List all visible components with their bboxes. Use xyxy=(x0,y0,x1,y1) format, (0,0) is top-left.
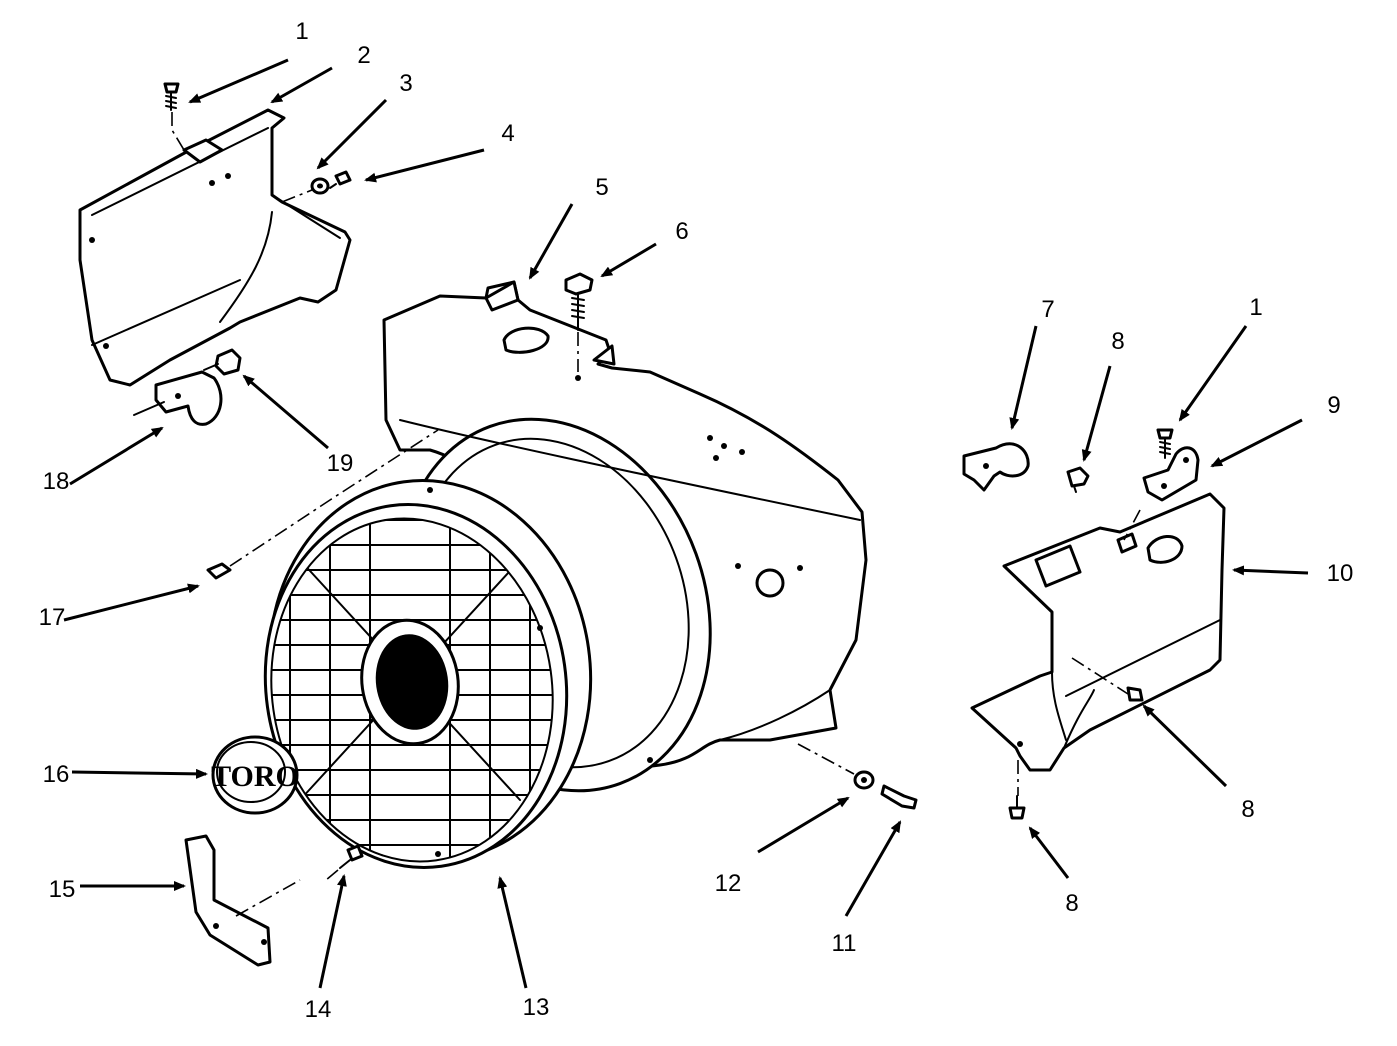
bracket-part-15 xyxy=(184,834,301,967)
arrow-2 xyxy=(270,66,333,104)
grill-screen xyxy=(249,479,593,880)
callout-10: 10 xyxy=(1326,560,1354,587)
callout-12: 12 xyxy=(714,870,742,897)
arrow-6 xyxy=(600,242,657,278)
callout-14: 14 xyxy=(304,996,332,1023)
logo-text: TORO xyxy=(211,760,299,793)
callout-1-right: 1 xyxy=(1249,294,1263,321)
arrow-8-upper xyxy=(1081,365,1112,462)
right-shroud xyxy=(970,492,1226,772)
clamp-part-7 xyxy=(962,442,1030,492)
washer-part-3 xyxy=(310,177,330,195)
callout-1-left: 1 xyxy=(295,18,309,45)
callout-19: 19 xyxy=(326,450,354,477)
callout-8-middle: 8 xyxy=(1241,796,1255,823)
callout-2: 2 xyxy=(357,42,371,69)
arrow-16 xyxy=(71,768,208,779)
bolt-part-19 xyxy=(203,348,242,376)
arrow-11 xyxy=(844,820,902,917)
arrow-8-lower xyxy=(1028,826,1070,879)
callout-3: 3 xyxy=(399,70,413,97)
callout-6: 6 xyxy=(675,218,689,245)
arrow-3 xyxy=(316,98,388,170)
bolt-part-8-upper xyxy=(1066,466,1090,493)
screw-part-14 xyxy=(325,844,364,881)
callout-13: 13 xyxy=(522,994,550,1021)
callout-17: 17 xyxy=(38,604,66,631)
clip-part-18 xyxy=(133,370,223,426)
arrow-12 xyxy=(757,796,850,854)
arrow-5 xyxy=(528,203,574,280)
bolt-part-8-lower xyxy=(1008,760,1026,820)
arrow-14 xyxy=(318,874,347,989)
bracket-part-9 xyxy=(1142,446,1200,502)
leader-dash xyxy=(281,189,313,203)
bolt-part-8-middle xyxy=(1126,686,1144,702)
arrow-1-left xyxy=(188,58,289,104)
arrow-7 xyxy=(1009,325,1038,430)
left-upper-shroud xyxy=(78,108,352,387)
callout-8-lower: 8 xyxy=(1065,890,1079,917)
bolt-part-11 xyxy=(797,743,918,810)
callout-9: 9 xyxy=(1327,392,1341,419)
callout-7: 7 xyxy=(1041,296,1055,323)
arrow-19 xyxy=(242,374,329,450)
washer-part-12 xyxy=(853,770,875,790)
screw-part-1-right xyxy=(1156,428,1174,459)
arrow-4 xyxy=(364,148,485,183)
callout-4: 4 xyxy=(501,120,515,147)
arrow-17 xyxy=(63,583,200,622)
callout-11: 11 xyxy=(831,930,857,957)
callout-5: 5 xyxy=(595,174,609,201)
bolt-part-6 xyxy=(564,272,594,372)
screw-part-1-left xyxy=(163,82,185,151)
callout-18: 18 xyxy=(42,468,70,495)
leader-arrows xyxy=(63,58,1309,989)
arrow-1-right xyxy=(1178,325,1248,422)
screw-part-17 xyxy=(206,429,439,580)
callout-8-upper: 8 xyxy=(1111,328,1125,355)
arrow-10 xyxy=(1232,565,1309,576)
callout-15: 15 xyxy=(48,876,76,903)
callout-16: 16 xyxy=(42,761,70,788)
toro-logo-badge: TORO xyxy=(211,735,299,815)
screw-part-4 xyxy=(329,170,352,189)
arrow-8-middle xyxy=(1142,704,1228,788)
arrow-18 xyxy=(69,426,164,486)
arrow-13 xyxy=(497,876,528,989)
arrow-9 xyxy=(1210,418,1303,468)
